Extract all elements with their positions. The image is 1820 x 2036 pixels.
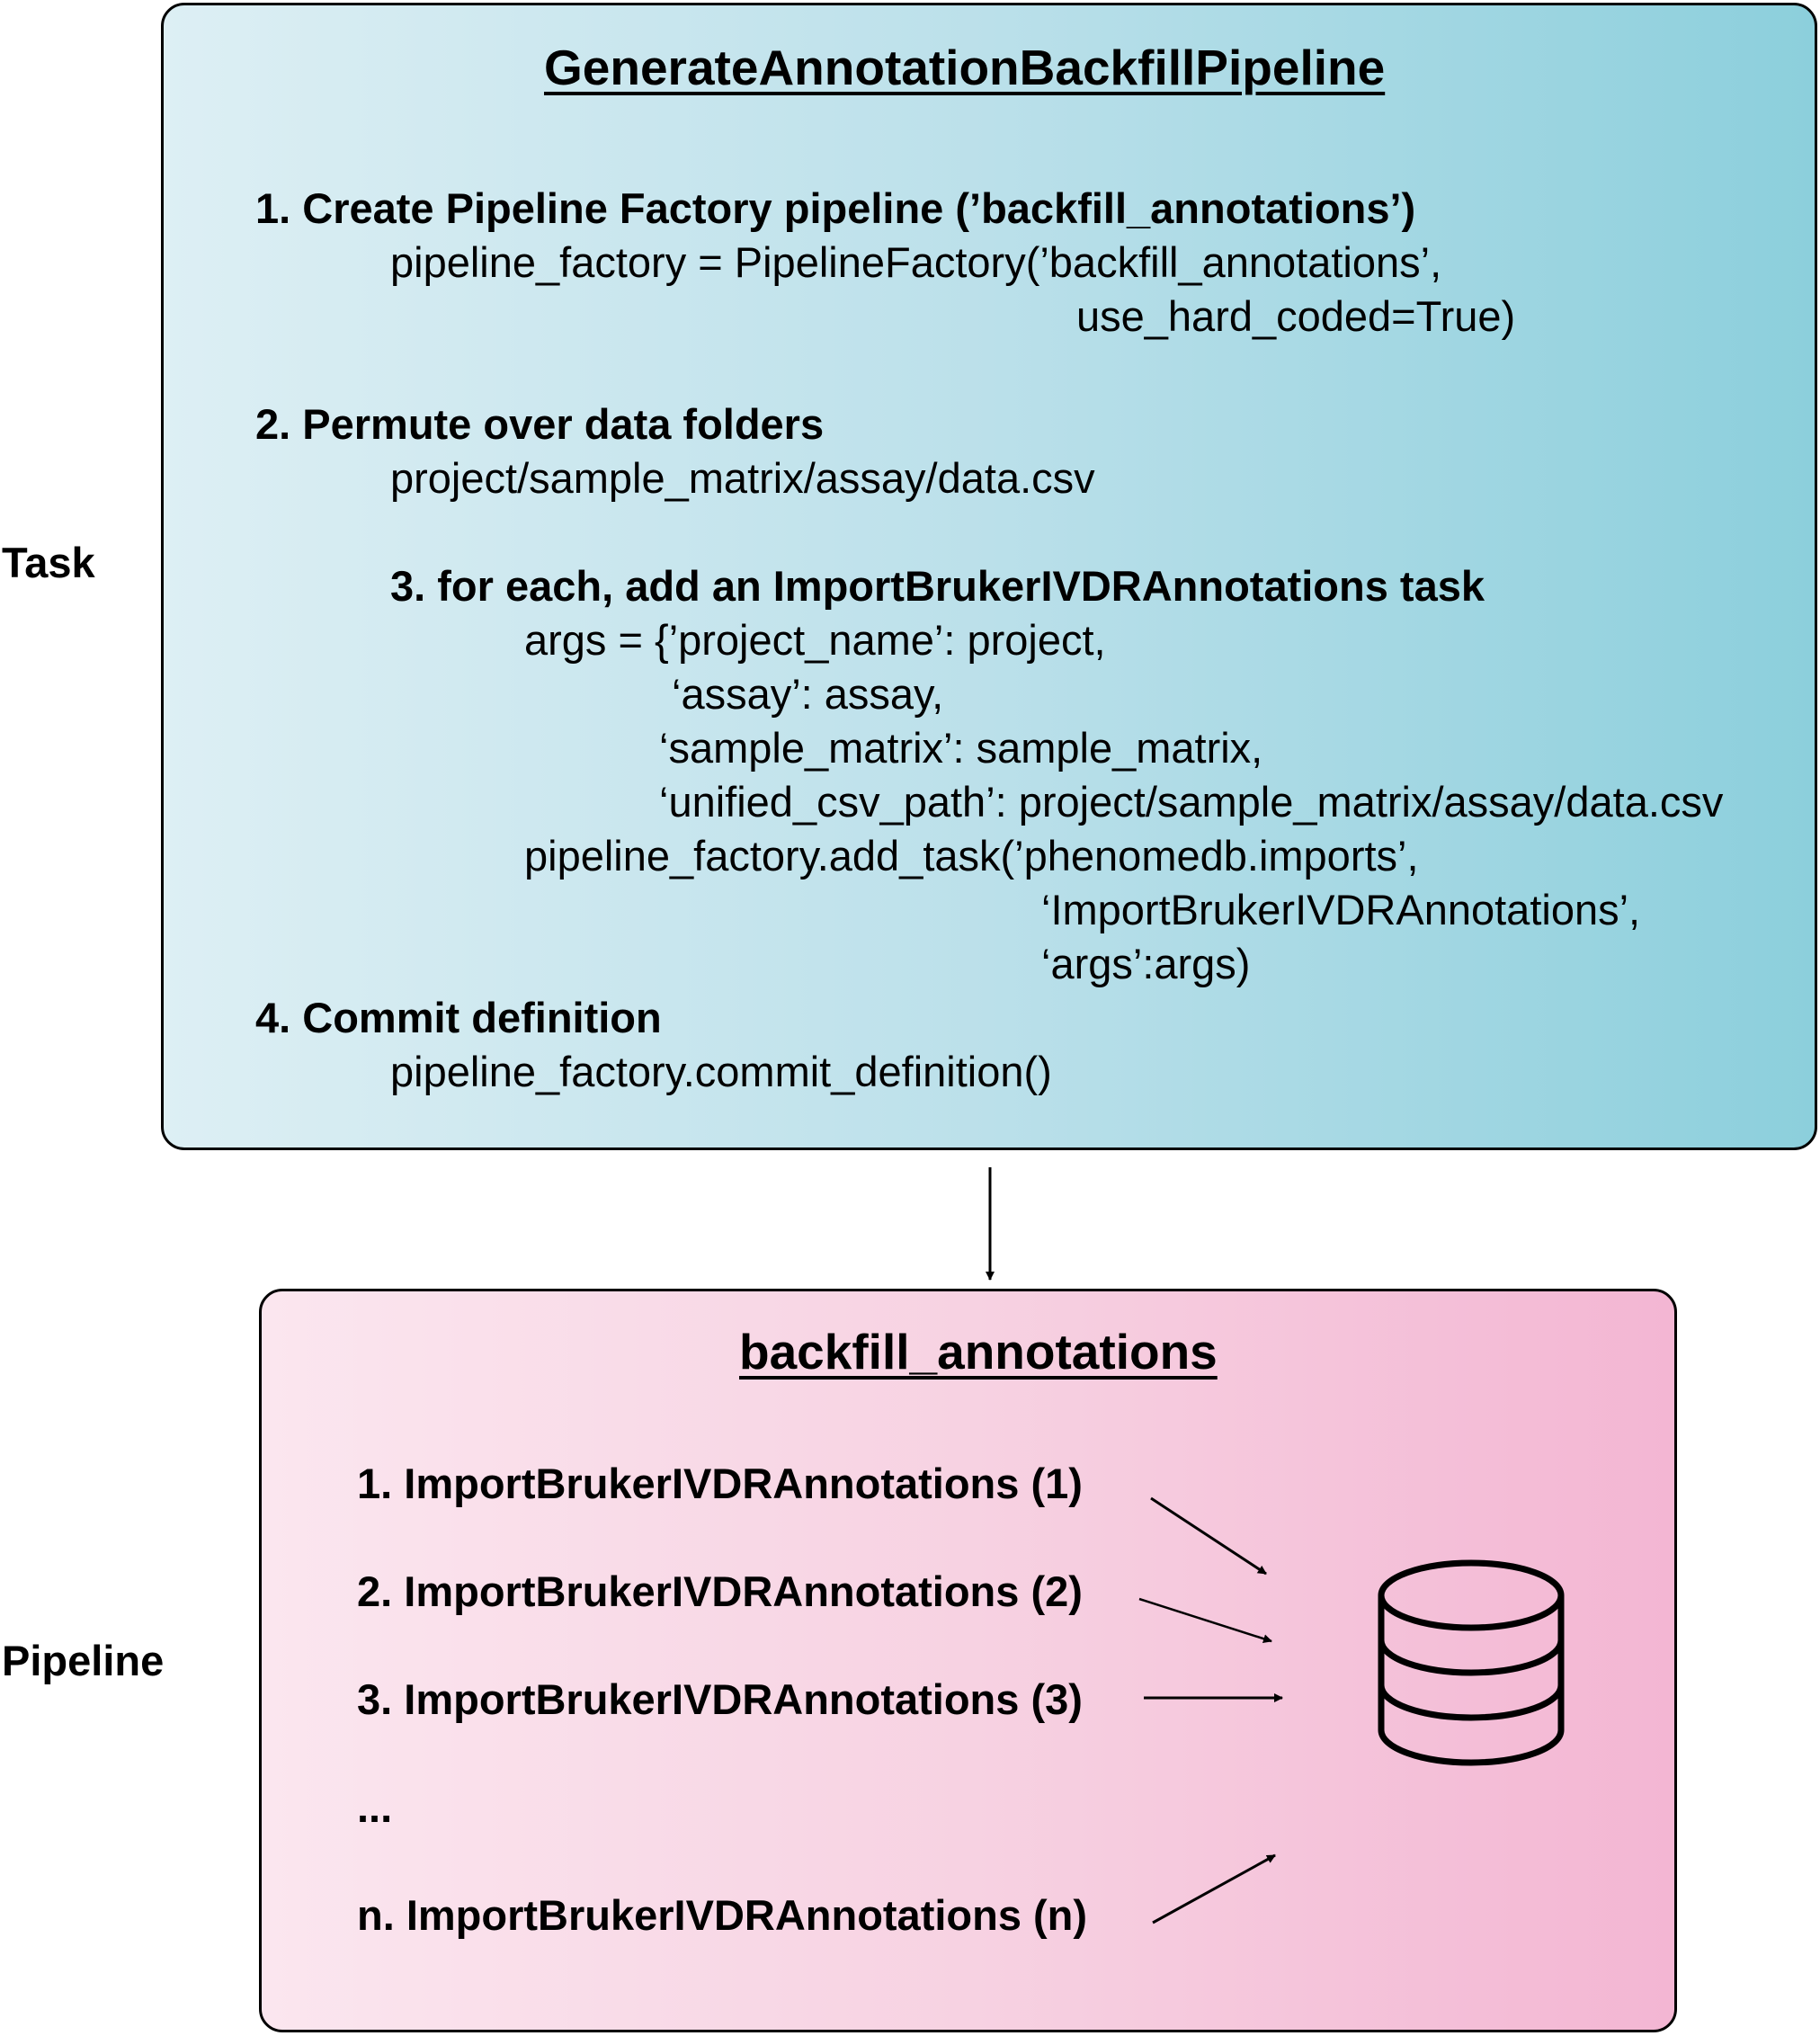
step-2-code-line: project/sample_matrix/assay/data.csv: [390, 454, 1095, 502]
step-1-code-line-1: pipeline_factory = PipelineFactory(’back…: [390, 238, 1442, 286]
step-3-code-line-5: pipeline_factory.add_task(’phenomedb.imp…: [524, 832, 1419, 880]
step-3-code-line-1: args = {’project_name’: project,: [524, 616, 1106, 664]
task-label: Task: [2, 539, 95, 586]
task-title: GenerateAnnotationBackfillPipeline: [544, 40, 1386, 95]
step-3-heading: 3. for each, add an ImportBrukerIVDRAnno…: [390, 562, 1485, 610]
pipeline-label: Pipeline: [2, 1637, 165, 1684]
pipeline-title: backfill_annotations: [739, 1324, 1218, 1380]
step-1-heading: 1. Create Pipeline Factory pipeline (’ba…: [255, 184, 1416, 232]
step-3-code-line-6: ‘ImportBrukerIVDRAnnotations’,: [1041, 886, 1641, 933]
arrow-item-n-to-db: [1152, 1853, 1276, 1924]
database-icon: [1378, 1559, 1565, 1766]
task-box: [161, 3, 1817, 1150]
step-3-code-line-4: ‘unified_csv_path’: project/sample_matri…: [659, 778, 1724, 826]
arrow-item-2-to-db: [1138, 1597, 1272, 1644]
step-3-code-line-7: ‘args’:args): [1041, 940, 1251, 987]
pipeline-item-1: 1. ImportBrukerIVDRAnnotations (1): [357, 1460, 1083, 1507]
step-1-code-line-2: use_hard_coded=True): [1076, 292, 1516, 340]
pipeline-item-n: n. ImportBrukerIVDRAnnotations (n): [357, 1891, 1088, 1939]
step-4-heading: 4. Commit definition: [255, 994, 662, 1041]
pipeline-box: [259, 1289, 1677, 2032]
step-3-code-line-2: ‘assay’: assay,: [672, 670, 944, 718]
step-2-heading: 2. Permute over data folders: [255, 400, 825, 448]
arrow-item-1-to-db: [1150, 1496, 1267, 1576]
step-4-code-line: pipeline_factory.commit_definition(): [390, 1048, 1052, 1095]
pipeline-item-2: 2. ImportBrukerIVDRAnnotations (2): [357, 1567, 1083, 1615]
pipeline-item-ellipsis: ...: [357, 1783, 393, 1831]
step-3-code-line-3: ‘sample_matrix’: sample_matrix,: [659, 724, 1263, 772]
pipeline-item-3: 3. ImportBrukerIVDRAnnotations (3): [357, 1675, 1083, 1723]
